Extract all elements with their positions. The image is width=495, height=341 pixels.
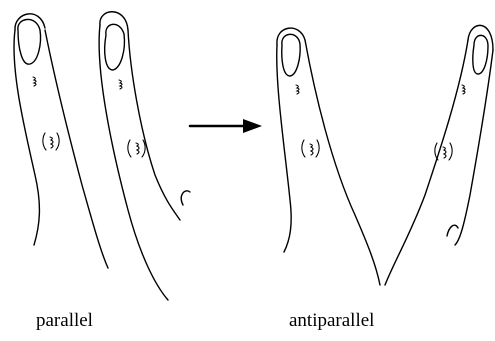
antiparallel-finger-left xyxy=(277,28,380,285)
parallel-label: parallel xyxy=(36,310,93,332)
parallel-finger-left xyxy=(14,14,108,268)
right-arrow-icon xyxy=(190,119,262,133)
parallel-finger-right xyxy=(99,12,190,300)
antiparallel-label: antiparallel xyxy=(289,310,374,332)
antiparallel-finger-right xyxy=(385,25,493,285)
